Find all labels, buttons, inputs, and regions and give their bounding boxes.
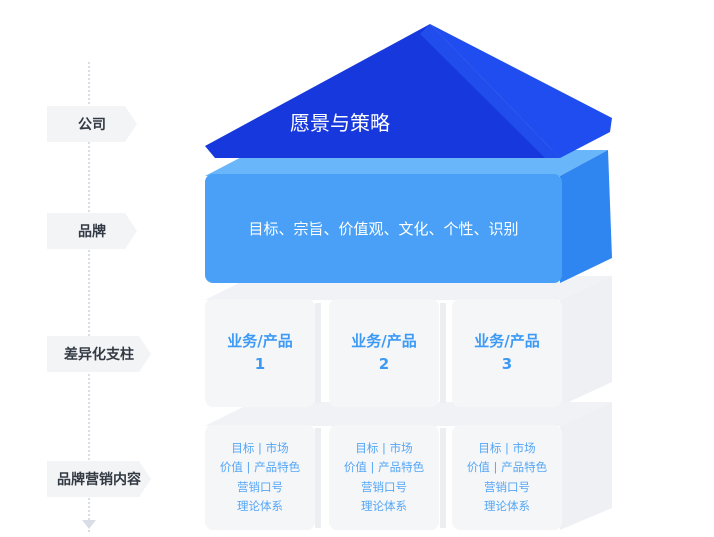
label-pillars: 差异化支柱 — [47, 336, 151, 372]
content-line: 价值 | 产品特色 — [466, 460, 548, 474]
content-line: 理论体系 — [361, 499, 407, 513]
content-block-3: 目标 | 市场 价值 | 产品特色 营销口号 理论体系 — [452, 425, 562, 530]
roof-title: 愿景与策略 — [290, 111, 390, 135]
pillar-3: 业务/产品 3 — [452, 299, 562, 407]
content-divider — [440, 428, 446, 528]
pillar-divider — [440, 303, 446, 403]
content-line: 理论体系 — [237, 499, 283, 513]
pillar-2: 业务/产品 2 — [329, 299, 439, 407]
pillar-title: 业务/产品 — [474, 332, 540, 350]
content-line: 价值 | 产品特色 — [219, 460, 301, 474]
roof-highlight — [420, 24, 560, 158]
pillar-row-side — [560, 276, 612, 406]
content-line: 目标 | 市场 — [355, 440, 413, 455]
roof-side — [430, 24, 612, 158]
content-row-top — [205, 402, 612, 426]
pillar-number: 2 — [378, 355, 390, 373]
label-company: 公司 — [47, 106, 137, 142]
vertical-dotted-axis — [88, 62, 90, 532]
content-block-1: 目标 | 市场 价值 | 产品特色 营销口号 理论体系 — [205, 425, 315, 530]
content-line: 营销口号 — [484, 479, 530, 494]
content-line: 目标 | 市场 — [478, 440, 536, 455]
content-line: 营销口号 — [361, 479, 407, 494]
content-divider — [315, 428, 321, 528]
pillar-number: 3 — [501, 355, 513, 373]
roof-front — [205, 24, 560, 158]
content-row-side — [560, 402, 612, 530]
brand-block — [205, 174, 562, 283]
pillar-1: 业务/产品 1 — [205, 299, 315, 407]
brand-block-text: 目标、宗旨、价值观、文化、个性、识别 — [248, 220, 519, 238]
pillar-title: 业务/产品 — [227, 332, 293, 350]
pillar-divider — [315, 303, 321, 403]
label-brand: 品牌 — [47, 213, 137, 249]
content-line: 价值 | 产品特色 — [343, 460, 425, 474]
axis-arrow-down-icon — [82, 520, 96, 529]
pillar-number: 1 — [254, 355, 266, 373]
content-line: 营销口号 — [237, 479, 283, 494]
content-block-2: 目标 | 市场 价值 | 产品特色 营销口号 理论体系 — [329, 425, 439, 530]
content-line: 目标 | 市场 — [231, 440, 289, 455]
brand-block-side — [560, 150, 612, 283]
pillar-title: 业务/产品 — [351, 332, 417, 350]
content-line: 理论体系 — [484, 499, 530, 513]
label-marketing-content: 品牌营销内容 — [47, 461, 151, 497]
